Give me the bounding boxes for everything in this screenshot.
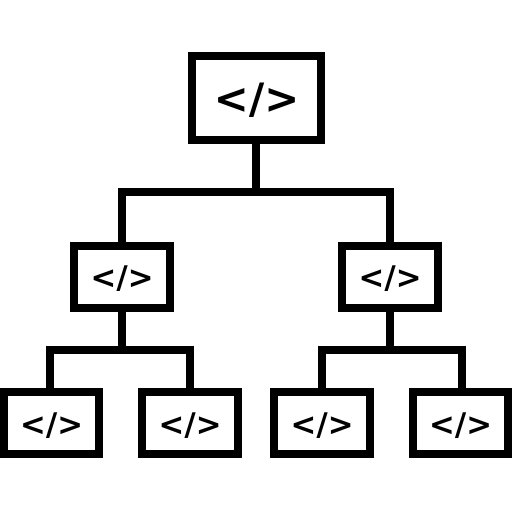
node-left-code-icon: </> <box>90 260 153 296</box>
node-right-code-icon: </> <box>358 260 421 296</box>
node-left-left-box <box>0 388 103 458</box>
node-right-left-code-icon: </> <box>290 407 353 443</box>
node-right-right-code-icon: </> <box>429 407 492 443</box>
node-left-right-code-icon: </> <box>158 407 221 443</box>
node-right: </> <box>338 242 442 312</box>
node-right-left-box <box>270 388 374 458</box>
node-root-box <box>188 52 325 144</box>
node-right-left: </> <box>270 388 374 458</box>
node-left-right-box <box>138 388 242 458</box>
node-left-left: </> <box>0 388 103 458</box>
node-right-right: </> <box>409 388 512 458</box>
node-right-box <box>338 242 442 312</box>
node-left-right: </> <box>138 388 242 458</box>
node-left: </> <box>70 242 174 312</box>
node-root: </> <box>188 52 325 144</box>
node-left-box <box>70 242 174 312</box>
node-right-right-box <box>409 388 512 458</box>
node-root-code-icon: </> <box>214 74 300 123</box>
node-left-left-code-icon: </> <box>20 407 83 443</box>
